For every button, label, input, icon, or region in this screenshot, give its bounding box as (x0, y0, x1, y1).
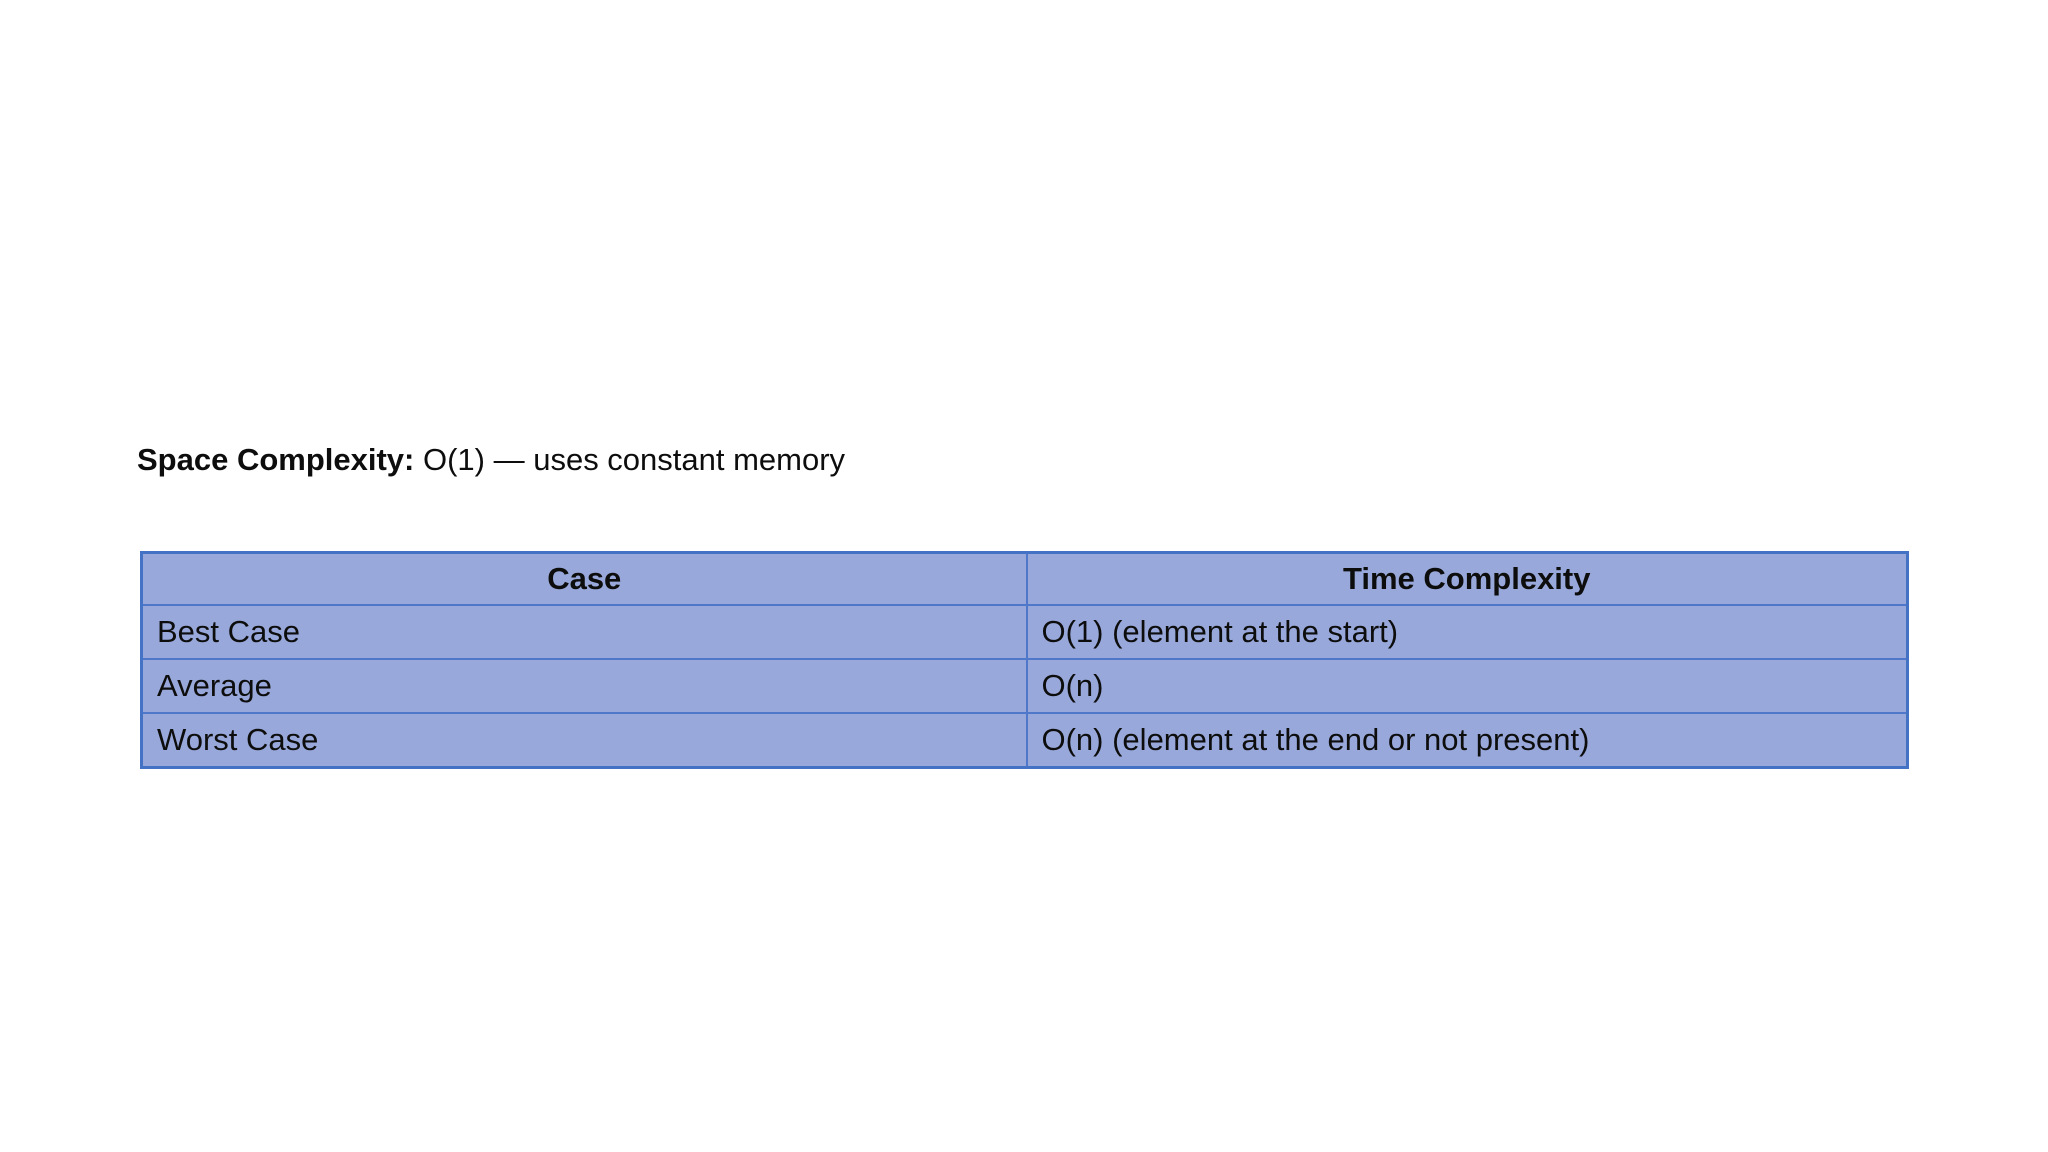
cell-time-complexity: O(1) (element at the start) (1025, 604, 1909, 660)
space-complexity-text: Space Complexity: O(1) — uses constant m… (137, 441, 845, 479)
space-complexity-label: Space Complexity: (137, 442, 415, 477)
table-row-worst-case: Worst Case O(n) (element at the end or n… (140, 712, 1909, 769)
cell-case: Average (140, 658, 1028, 714)
table-header-row: Case Time Complexity (140, 551, 1909, 606)
cell-time-complexity: O(n) (element at the end or not present) (1025, 712, 1909, 769)
cell-time-complexity: O(n) (1025, 658, 1909, 714)
table-row-best-case: Best Case O(1) (element at the start) (140, 604, 1909, 660)
cell-case: Worst Case (140, 712, 1028, 769)
column-header-case: Case (140, 551, 1028, 606)
complexity-table: Case Time Complexity Best Case O(1) (ele… (140, 551, 1909, 769)
space-complexity-value: O(1) — uses constant memory (414, 442, 846, 477)
table-row-average: Average O(n) (140, 658, 1909, 714)
column-header-time-complexity: Time Complexity (1025, 551, 1909, 606)
cell-case: Best Case (140, 604, 1028, 660)
